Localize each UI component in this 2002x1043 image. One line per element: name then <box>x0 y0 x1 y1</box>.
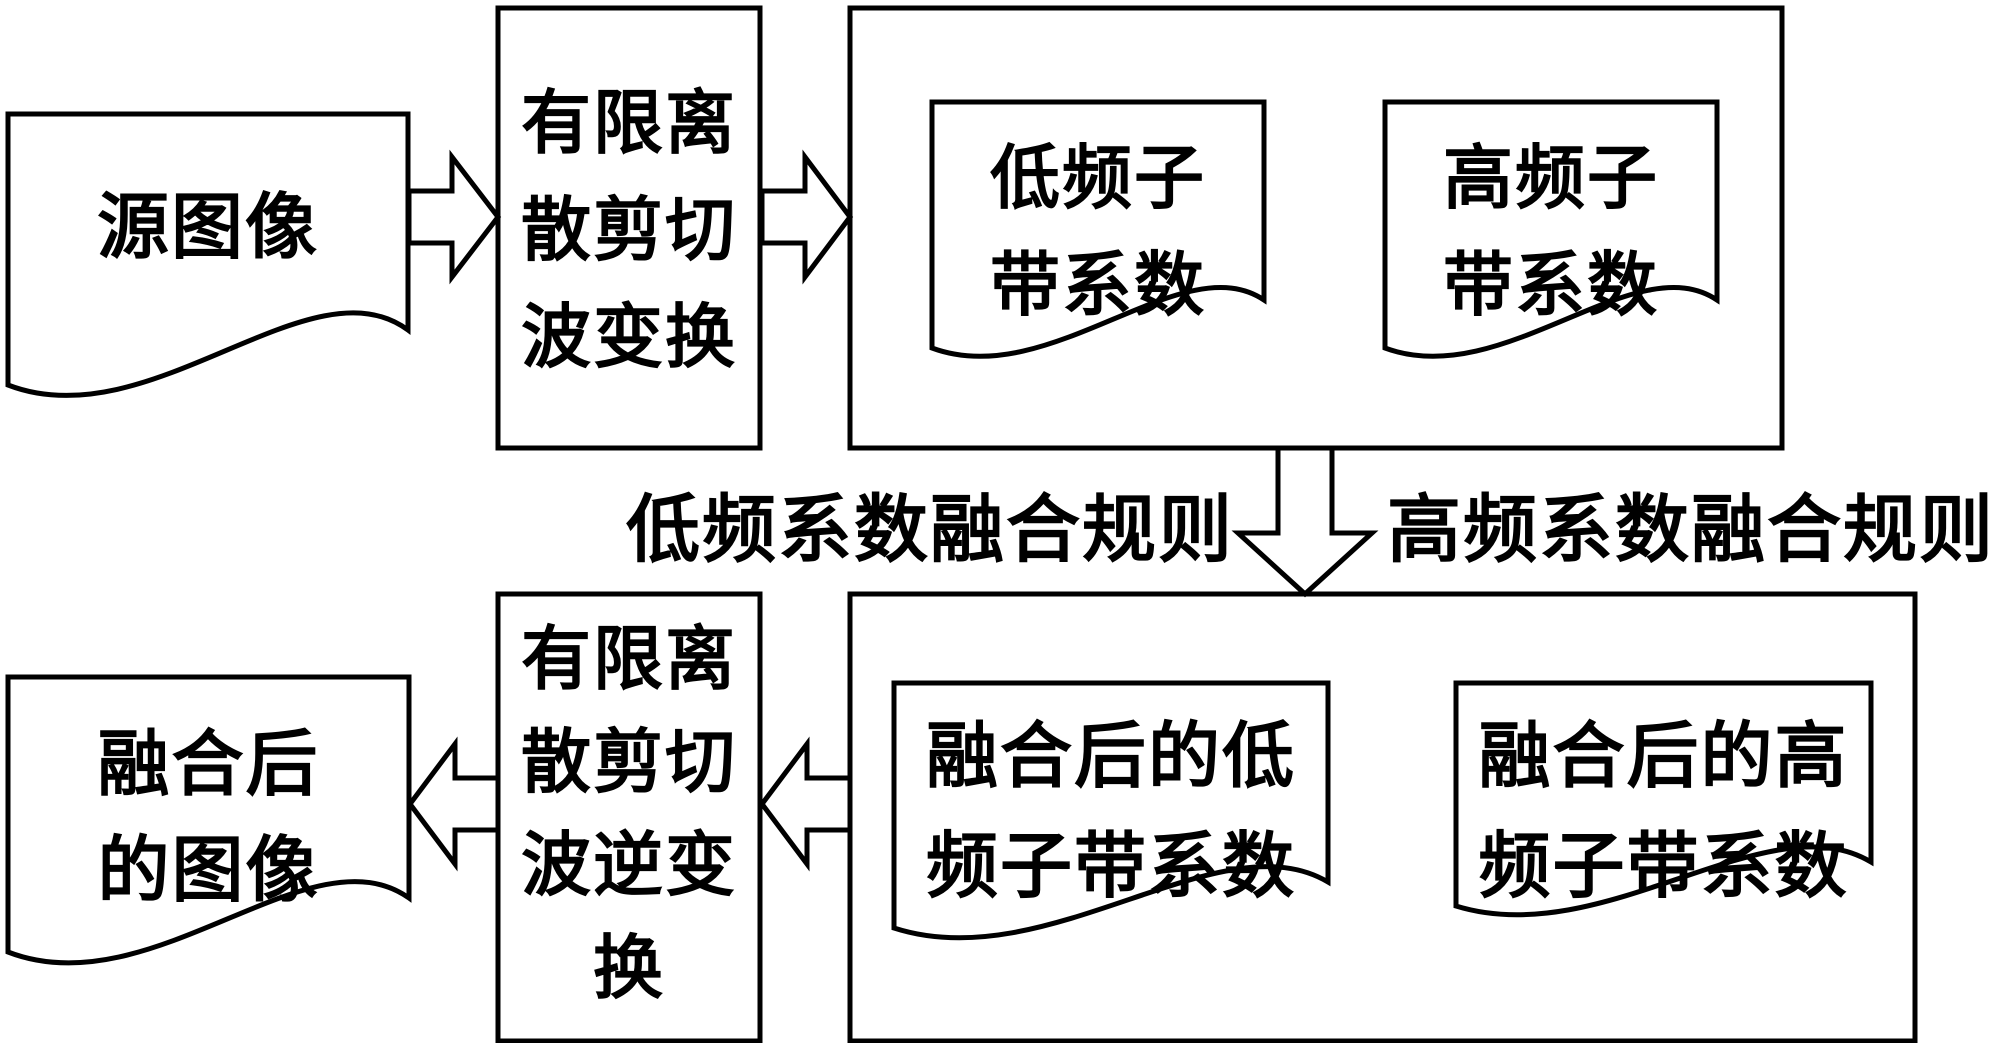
source-image-document <box>5 111 411 399</box>
fdst-box <box>495 5 763 451</box>
arrow-fused-to-inverse-icon <box>758 736 853 872</box>
inverse-fdst-box <box>495 591 763 1043</box>
low-subband-document <box>929 99 1267 359</box>
fused-low-document <box>891 680 1331 941</box>
fused-high-document <box>1453 680 1874 918</box>
arrow-inverse-to-image-icon <box>406 736 501 872</box>
high-subband-document <box>1382 99 1720 359</box>
arrow-fusion-down-icon <box>1231 445 1379 598</box>
arrow-fdst-to-subbands-icon <box>759 149 854 285</box>
fused-image-document <box>5 674 412 966</box>
arrow-source-to-fdst-icon <box>406 149 502 285</box>
